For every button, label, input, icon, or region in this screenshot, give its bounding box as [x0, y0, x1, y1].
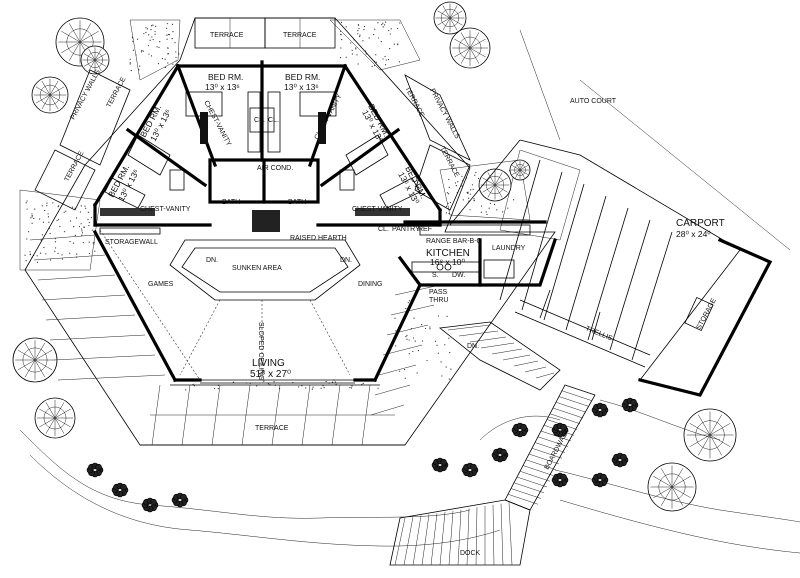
- stream-outline: [19, 399, 800, 554]
- boardwalk: [389, 321, 596, 566]
- bath-left-label: BATH: [222, 199, 240, 206]
- shrub-icon: [551, 422, 569, 438]
- games-label: GAMES: [148, 281, 174, 288]
- tree-icon: [478, 168, 512, 202]
- tree-icon: [683, 408, 737, 462]
- terrace-left-label: TERRACE: [64, 150, 86, 183]
- living-size-label: 51⁸ x 27⁰: [250, 369, 291, 380]
- terrace-right-upper-label: TERRACE: [403, 86, 425, 119]
- pass-thru-label-1: PASS: [429, 289, 447, 296]
- shrub-icon: [111, 482, 129, 498]
- terrace-top-left-label: TERRACE: [210, 32, 244, 39]
- carport-size-label: 28⁰ x 24⁰: [676, 229, 711, 239]
- tree-icon: [80, 45, 110, 75]
- tree-icon: [509, 159, 531, 181]
- shrub-icon: [551, 472, 569, 488]
- dn-stairs-label: DN.: [467, 343, 479, 350]
- laundry-label: LAUNDRY: [492, 245, 526, 252]
- shrub-icon: [511, 422, 529, 438]
- living-name-label: LIVING: [252, 358, 285, 369]
- privacy-walls-right-label: PRIVACY WALLS: [428, 88, 460, 141]
- dining-label: DINING: [358, 281, 383, 288]
- dw-label: DW.: [452, 272, 465, 279]
- terrace-bottom-label: TERRACE: [255, 425, 289, 432]
- shrubs: [86, 397, 639, 513]
- terrace-paving: [24, 17, 556, 446]
- pass-thru-label-2: THRU: [429, 297, 448, 304]
- ceiling-lines: [99, 229, 351, 381]
- chest-vanity-4: CHEST-VANITY: [352, 206, 403, 213]
- kitchen-name-label: KITCHEN: [426, 248, 470, 259]
- shrub-icon: [611, 452, 629, 468]
- privacy-walls-left-label: PRIVACY WALLS: [70, 68, 102, 121]
- tree-icon: [31, 76, 69, 114]
- furniture: [99, 91, 531, 301]
- bedrm-1-size: 13⁰ x 13⁶: [205, 82, 240, 92]
- dock-label: DOCK: [460, 550, 481, 557]
- bedrm-2-size: 13⁰ x 13⁶: [284, 82, 319, 92]
- house-walls: [92, 60, 558, 384]
- tree-icon: [449, 27, 491, 69]
- sloped-ceiling-label: SLOPED CEILING: [257, 322, 264, 380]
- auto-court-label: AUTO COURT: [570, 98, 617, 105]
- shrub-icon: [86, 462, 104, 478]
- closet-label-1: CL.: [254, 117, 265, 124]
- shrub-icon: [621, 397, 639, 413]
- kitchen-size-label: 16⁸ x 10⁰: [430, 257, 465, 267]
- trees: [12, 1, 737, 512]
- tree-icon: [647, 462, 697, 512]
- closet-label-3: CL.: [378, 226, 389, 233]
- tree-icon: [12, 337, 58, 383]
- shrub-icon: [141, 497, 159, 513]
- dn-right-label: DN.: [340, 257, 352, 264]
- bath-right-label: BATH: [288, 199, 306, 206]
- shrub-icon: [461, 462, 479, 478]
- bedrm-2-name: BED RM.: [285, 72, 320, 82]
- closet-label-2: CL.: [268, 117, 279, 124]
- chest-vanity-3: CHEST-VANITY: [140, 206, 191, 213]
- storagewall-label: STORAGEWALL: [105, 239, 158, 246]
- sunken-area-label: SUNKEN AREA: [232, 265, 282, 272]
- sink-label: S.: [432, 272, 439, 279]
- trellis-label: TRELLIS: [584, 325, 613, 342]
- air-cond-label: AIR COND.: [257, 165, 293, 172]
- shrub-icon: [171, 492, 189, 508]
- bedrm-1-name: BED RM.: [208, 72, 243, 82]
- labels: TERRACE TERRACE PRIVACY WALLS TERRACE TE…: [64, 32, 725, 557]
- dn-left-label: DN.: [206, 257, 218, 264]
- terrace-right-label: TERRACE: [438, 146, 460, 179]
- shrub-icon: [491, 447, 509, 463]
- ground-texture: [19, 19, 581, 271]
- ref-label: REF: [418, 226, 432, 233]
- pantry-label: PANTRY: [392, 226, 420, 233]
- shrub-icon: [591, 402, 609, 418]
- tree-icon: [34, 397, 76, 439]
- range-bbq-label: RANGE BAR-B-Q: [426, 238, 483, 245]
- shrub-icon: [431, 457, 449, 473]
- carport-name-label: CARPORT: [676, 218, 725, 229]
- raised-hearth-label: RAISED HEARTH: [290, 235, 347, 242]
- terrace-top-right-label: TERRACE: [283, 32, 317, 39]
- shrub-icon: [591, 472, 609, 488]
- tree-icon: [433, 1, 467, 35]
- carport: [449, 29, 791, 397]
